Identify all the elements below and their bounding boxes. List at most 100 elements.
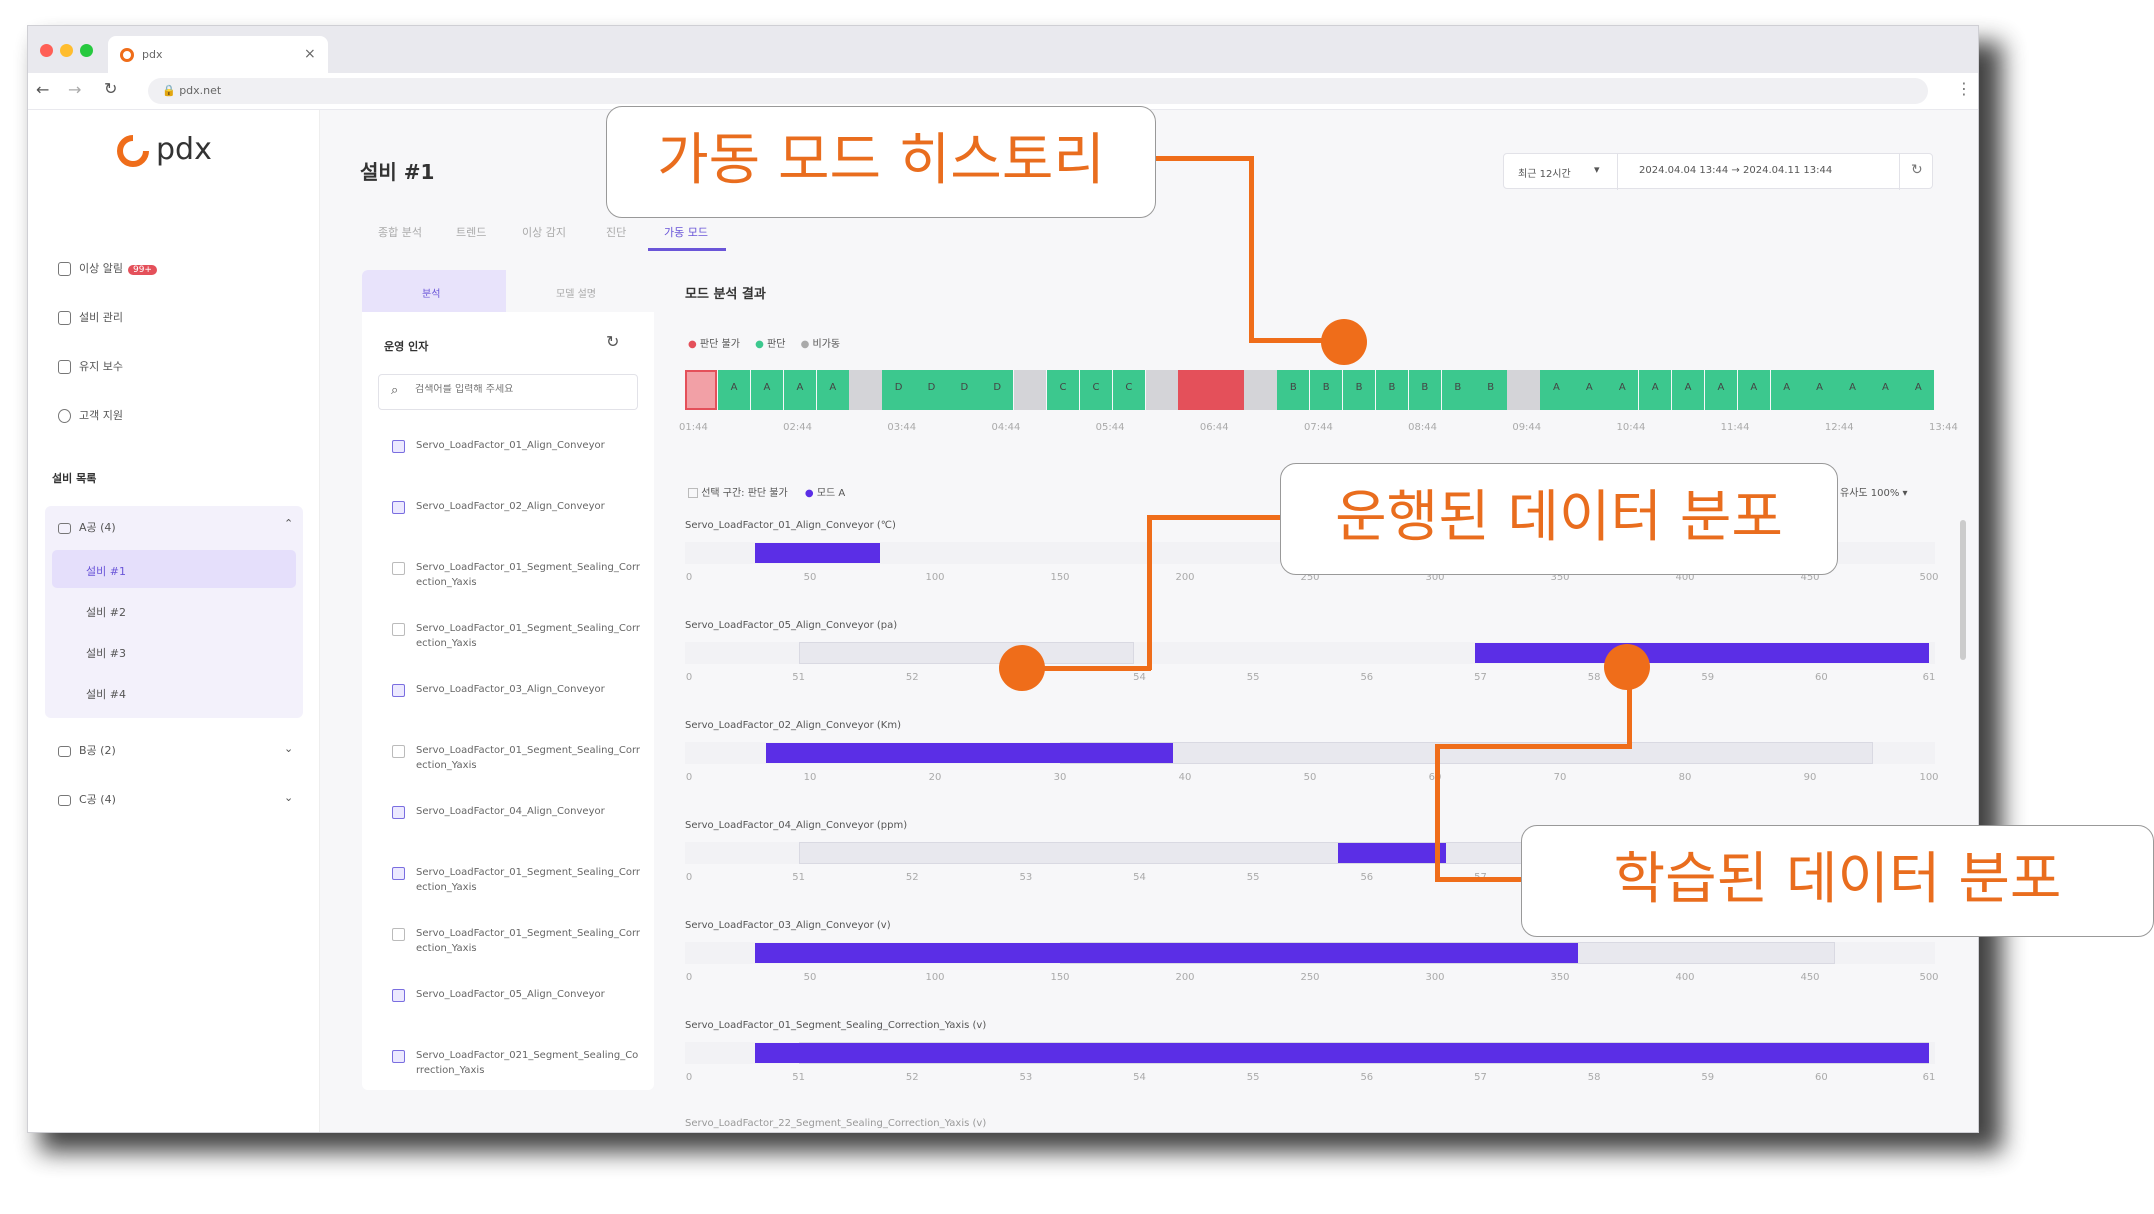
parameter-checkbox[interactable]: [392, 806, 405, 819]
timeline-segment[interactable]: D: [915, 370, 948, 410]
scrollbar-thumb[interactable]: [1960, 520, 1966, 660]
timeline-segment[interactable]: B: [1474, 370, 1507, 410]
browser-menu-icon[interactable]: ⋮: [1956, 79, 1972, 98]
timeline-segment[interactable]: C: [1112, 370, 1146, 410]
tab-summary[interactable]: 종합 분석: [378, 226, 422, 239]
parameter-checkbox[interactable]: [392, 440, 405, 453]
timeline-segment[interactable]: [1013, 370, 1047, 410]
timeline-segment[interactable]: A: [1540, 370, 1573, 410]
timeline-segment[interactable]: A: [1638, 370, 1672, 410]
timeline-segment[interactable]: B: [1441, 370, 1474, 410]
forward-icon[interactable]: →: [68, 80, 82, 99]
timeline-segment[interactable]: A: [1836, 370, 1869, 410]
parameter-checkbox[interactable]: [392, 501, 405, 514]
timeline-segment[interactable]: A: [1869, 370, 1902, 410]
timeline-segment[interactable]: A: [1573, 370, 1606, 410]
sidebar-item-equipment-3[interactable]: 설비 #3: [86, 647, 126, 660]
timeline-segment[interactable]: D: [981, 370, 1014, 410]
timeline-segment[interactable]: B: [1342, 370, 1376, 410]
timeline-segment[interactable]: A: [816, 370, 849, 410]
timeline-segment[interactable]: B: [1277, 370, 1310, 410]
app-logo[interactable]: pdx: [116, 130, 226, 170]
timeline-segment[interactable]: A: [1606, 370, 1639, 410]
timeline-segment[interactable]: [1507, 370, 1540, 410]
timeline-segment[interactable]: D: [882, 370, 915, 410]
group-b-toggle[interactable]: B공 (2)⌄: [58, 742, 293, 758]
timeline-segment[interactable]: C: [1079, 370, 1113, 410]
sidebar-item-equipment[interactable]: 설비 관리: [58, 309, 123, 325]
back-icon[interactable]: ←: [36, 80, 50, 99]
search-input[interactable]: [415, 384, 625, 395]
date-range-text[interactable]: 2024.04.04 13:44 → 2024.04.11 13:44: [1639, 165, 1833, 176]
tab-trend[interactable]: 트렌드: [456, 226, 487, 239]
reload-icon[interactable]: ↻: [104, 79, 118, 98]
refresh-icon[interactable]: ↻: [1911, 162, 1923, 178]
timeline-segment[interactable]: C: [1046, 370, 1080, 410]
tab-operation-mode[interactable]: 가동 모드: [664, 226, 708, 239]
refresh-icon[interactable]: ↻: [606, 332, 620, 351]
timeline-segment[interactable]: A: [717, 370, 751, 410]
parameter-item[interactable]: Servo_LoadFactor_04_Align_Conveyor: [392, 804, 642, 844]
timeline-segment[interactable]: D: [948, 370, 981, 410]
parameter-item[interactable]: Servo_LoadFactor_01_Segment_Sealing_Corr…: [392, 621, 642, 661]
timeline-segment[interactable]: A: [750, 370, 784, 410]
timeline-segment[interactable]: B: [1310, 370, 1343, 410]
tab-diagnosis[interactable]: 진단: [606, 226, 627, 239]
parameter-item[interactable]: Servo_LoadFactor_021_Segment_Sealing_Cor…: [392, 1048, 642, 1088]
tab-anomaly[interactable]: 이상 감지: [522, 226, 566, 239]
parameter-checkbox[interactable]: [392, 745, 405, 758]
timeline-segment[interactable]: A: [1704, 370, 1738, 410]
distribution-axis: 0102030405060708090100: [685, 772, 1939, 786]
parameter-item[interactable]: Servo_LoadFactor_01_Segment_Sealing_Corr…: [392, 865, 642, 905]
parameter-checkbox[interactable]: [392, 562, 405, 575]
sidebar-item-equipment-1[interactable]: 설비 #1: [86, 565, 126, 578]
sidebar-item-maintenance[interactable]: 유지 보수: [58, 358, 123, 374]
similarity-select[interactable]: 유사도 100% ▾: [1840, 488, 1908, 499]
timeline-segment[interactable]: A: [1803, 370, 1836, 410]
parameter-item[interactable]: Servo_LoadFactor_05_Align_Conveyor: [392, 987, 642, 1027]
parameter-checkbox[interactable]: [392, 928, 405, 941]
parameter-checkbox[interactable]: [392, 989, 405, 1002]
caret-down-icon[interactable]: ▾: [1594, 163, 1600, 176]
close-tab-icon[interactable]: ×: [304, 46, 316, 62]
url-field[interactable]: 🔒 pdx.net: [148, 78, 1928, 104]
timeline-segment[interactable]: A: [1770, 370, 1803, 410]
close-dot-icon[interactable]: [40, 44, 53, 57]
tab-analysis[interactable]: 분석: [362, 270, 506, 312]
browser-tab[interactable]: pdx ×: [108, 36, 328, 74]
parameter-checkbox[interactable]: [392, 623, 405, 636]
sidebar-item-equipment-4[interactable]: 설비 #4: [86, 688, 126, 701]
parameter-item[interactable]: Servo_LoadFactor_02_Align_Conveyor: [392, 499, 642, 539]
timeline-segment[interactable]: A: [783, 370, 817, 410]
minimize-dot-icon[interactable]: [60, 44, 73, 57]
parameter-item[interactable]: Servo_LoadFactor_03_Align_Conveyor: [392, 682, 642, 722]
maximize-dot-icon[interactable]: [80, 44, 93, 57]
parameter-item[interactable]: Servo_LoadFactor_01_Segment_Sealing_Corr…: [392, 926, 642, 966]
parameter-item[interactable]: Servo_LoadFactor_01_Align_Conveyor: [392, 438, 642, 478]
search-field[interactable]: ⌕: [378, 374, 638, 410]
timeline-segment[interactable]: A: [1902, 370, 1935, 410]
parameter-checkbox[interactable]: [392, 867, 405, 880]
timeline-segment[interactable]: [849, 370, 882, 410]
timeline-segment[interactable]: [685, 370, 718, 410]
parameter-item[interactable]: Servo_LoadFactor_01_Segment_Sealing_Corr…: [392, 560, 642, 600]
group-a-toggle[interactable]: A공 (4)⌃: [58, 517, 293, 535]
sidebar-item-equipment-2[interactable]: 설비 #2: [86, 606, 126, 619]
timeline-segment[interactable]: [1244, 370, 1277, 410]
parameter-checkbox[interactable]: [392, 684, 405, 697]
sidebar-item-support[interactable]: 고객 지원: [58, 407, 123, 423]
timeline-segment[interactable]: A: [1671, 370, 1705, 410]
timeline-segment[interactable]: B: [1408, 370, 1442, 410]
select-range-checkbox[interactable]: [688, 488, 698, 498]
timeline-segment[interactable]: [1145, 370, 1178, 410]
parameter-item[interactable]: Servo_LoadFactor_01_Segment_Sealing_Corr…: [392, 743, 642, 783]
parameter-checkbox[interactable]: [392, 1050, 405, 1063]
timeline-segment[interactable]: A: [1737, 370, 1771, 410]
tab-model-description[interactable]: 모델 설명: [506, 270, 654, 312]
range-select[interactable]: 최근 12시간: [1518, 169, 1571, 180]
timeline-segment[interactable]: [1178, 370, 1211, 410]
timeline-segment[interactable]: [1211, 370, 1244, 410]
timeline-segment[interactable]: B: [1375, 370, 1409, 410]
group-c-toggle[interactable]: C공 (4)⌄: [58, 791, 293, 807]
